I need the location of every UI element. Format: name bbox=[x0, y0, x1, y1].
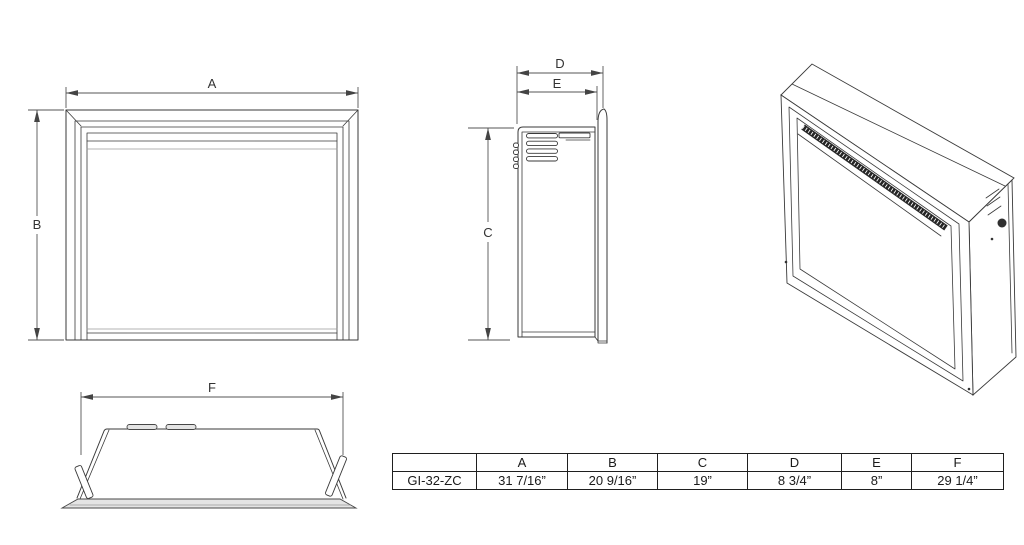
side-dimension-d: D bbox=[516, 56, 604, 124]
value-b: 20 9/16” bbox=[567, 471, 658, 490]
front-view: A B bbox=[28, 76, 359, 341]
value-e: 8” bbox=[841, 471, 912, 490]
side-depth-outer-label: D bbox=[555, 56, 564, 71]
side-bracket bbox=[558, 132, 591, 141]
bottom-left-bracket bbox=[74, 465, 94, 499]
side-depth-inner-label: E bbox=[553, 76, 562, 91]
bottom-tab bbox=[126, 424, 158, 430]
iso-front-frame bbox=[780, 94, 974, 396]
bottom-outline bbox=[60, 424, 358, 509]
side-flange-front bbox=[597, 108, 605, 342]
bottom-width-label: F bbox=[208, 380, 216, 395]
side-louvers bbox=[513, 133, 558, 169]
front-outline bbox=[65, 109, 359, 341]
bottom-right-bracket bbox=[325, 455, 347, 497]
value-c: 19” bbox=[657, 471, 748, 490]
side-flange-back bbox=[603, 108, 608, 344]
table-value-row: GI-32-ZC 31 7/16” 20 9/16” 19” 8 3/4” 8”… bbox=[392, 471, 1004, 490]
iso-side-hardware bbox=[985, 188, 1007, 241]
isometric-view bbox=[780, 63, 1017, 396]
col-header-b: B bbox=[567, 453, 658, 472]
front-height-label: B bbox=[33, 217, 42, 232]
table-header-row: A B C D E F bbox=[392, 453, 1004, 472]
front-width-label: A bbox=[208, 76, 217, 91]
front-dimension-b: B bbox=[28, 109, 64, 341]
side-height-label: C bbox=[483, 225, 492, 240]
side-view: D E C bbox=[468, 56, 608, 344]
col-header-e: E bbox=[841, 453, 912, 472]
col-header-d: D bbox=[747, 453, 842, 472]
side-outline bbox=[517, 108, 608, 344]
iso-knob bbox=[997, 218, 1007, 228]
bottom-base-plate bbox=[60, 498, 358, 509]
col-header-f: F bbox=[911, 453, 1004, 472]
col-header-c: C bbox=[657, 453, 748, 472]
value-d: 8 3/4” bbox=[747, 471, 842, 490]
bottom-tab bbox=[165, 424, 197, 430]
dimension-table: A B C D E F GI-32-ZC 31 7/16” 20 9/16” 1… bbox=[392, 453, 1004, 490]
value-a: 31 7/16” bbox=[476, 471, 568, 490]
model-cell: GI-32-ZC bbox=[392, 471, 477, 490]
side-dimension-e: E bbox=[517, 76, 598, 120]
dimension-table-grid: A B C D E F GI-32-ZC 31 7/16” 20 9/16” 1… bbox=[392, 453, 1004, 490]
bottom-dimension-f: F bbox=[80, 380, 344, 455]
front-dimension-a: A bbox=[65, 76, 359, 108]
bottom-view: F bbox=[60, 380, 358, 509]
col-header-a: A bbox=[476, 453, 568, 472]
value-f: 29 1/4” bbox=[911, 471, 1004, 490]
model-header-cell bbox=[392, 453, 477, 472]
side-dimension-c: C bbox=[468, 127, 514, 341]
